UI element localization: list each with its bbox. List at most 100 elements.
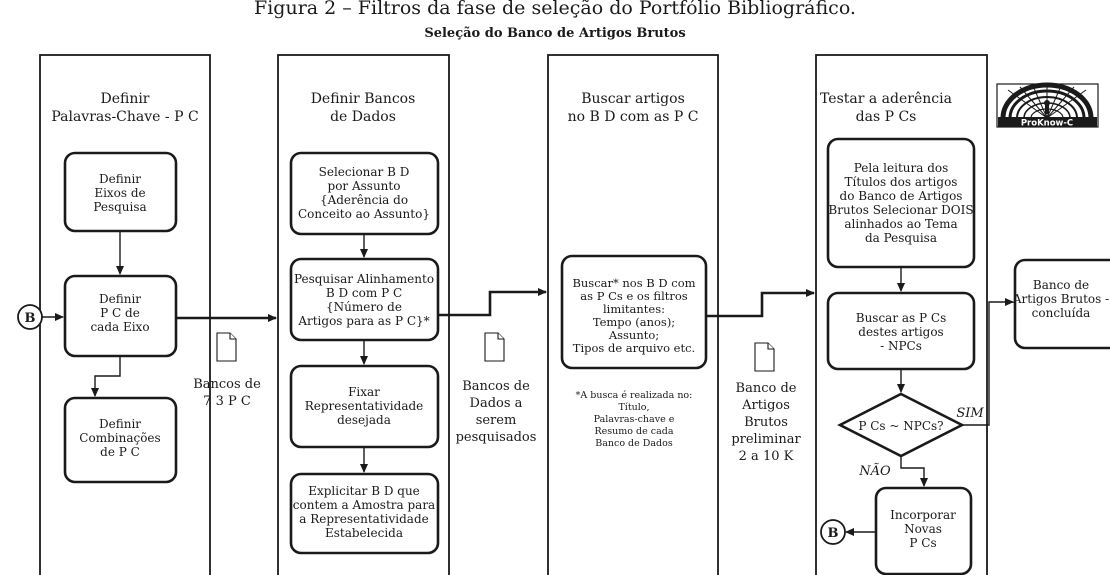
box-text-line: cada Eixo (90, 320, 149, 334)
document-label-line: Brutos (744, 415, 788, 430)
column-title-testar-aderencia: Testar a aderência das P Cs (820, 91, 952, 125)
box-text-line: Artigos Brutos - (1012, 292, 1109, 306)
column-title-line: Testar a aderência (820, 91, 952, 107)
box-text-line: alinhados ao Tema (844, 217, 957, 231)
box-text-line: Definir (99, 292, 141, 306)
box-text-line: Pela leitura dos (854, 161, 949, 175)
connector-b-label: B (25, 311, 36, 326)
box-text-line: de P C (100, 445, 140, 459)
box-text-line: contem a Amostra para (293, 498, 435, 512)
box-text-line: Títulos dos artigos (845, 175, 958, 189)
box-text: Buscar* nos B D com as P Cs e os filtros… (572, 276, 695, 355)
box-text-line: Definir (99, 172, 141, 186)
footnote-line: Título, (618, 402, 649, 413)
nao-label: NÃO (858, 463, 891, 479)
box-text-line: Selecionar B D (319, 165, 410, 179)
footnote-line: Banco de Dados (595, 438, 673, 449)
column-title-palavras-chave: Definir Palavras-Chave - P C (51, 91, 198, 125)
box-text-line: limitantes: (603, 302, 665, 316)
logo-text: ProKnow-C (1021, 119, 1073, 129)
figure-title: Figura 2 – Filtros da fase de seleção do… (254, 0, 856, 19)
box-incorporar-novas-pc (874, 486, 973, 575)
box-text-line: da Pesquisa (865, 231, 937, 245)
sim-label: SIM (956, 406, 984, 421)
box-text-line: Artigos para as P C}* (297, 314, 429, 328)
footnote-line: Resumo de cada (595, 426, 674, 437)
box-text-line: Buscar* nos B D com (572, 276, 695, 290)
box-text: Fixar Representatividade desejada (305, 385, 424, 427)
box-text-line: Tipos de arquivo etc. (573, 341, 695, 355)
column-title-line: Palavras-Chave - P C (51, 109, 198, 125)
box-text-line: {Aderência do (320, 193, 408, 207)
box-text-line: a Representatividade (299, 512, 429, 526)
box-text-line: Brutos Selecionar DOIS (828, 203, 973, 217)
box-text: Pela leitura dos Títulos dos artigos do … (828, 161, 973, 245)
arrow-sim (962, 298, 1014, 426)
box-text-line: Incorporar (890, 508, 956, 522)
box-text-line: Pesquisa (93, 200, 146, 214)
box-text: Selecionar B D por Assunto {Aderência do… (298, 165, 430, 221)
connector-b-label: B (828, 526, 839, 541)
document-icon (484, 332, 505, 362)
box-text-line: P Cs (909, 536, 936, 550)
box-text-line: Assunto; (608, 328, 659, 342)
box-text-line: B D com P C (326, 286, 402, 300)
document-label-line: Artigos (741, 398, 790, 413)
document-label-line: pesquisados (456, 430, 537, 445)
box-text-line: Eixos de (94, 186, 145, 200)
document-label-line: preliminar (731, 432, 801, 447)
footnote-line: Palavras-chave e (594, 414, 675, 425)
document-icon (216, 332, 237, 362)
document-label-line: Dados a (470, 396, 523, 411)
box-text-line: Representatividade (305, 399, 424, 413)
box-text: Incorporar Novas P Cs (890, 508, 956, 550)
column-title-line: das P Cs (856, 109, 917, 125)
box-text: Definir Combinações de P C (79, 417, 160, 459)
box-text: Definir P C de cada Eixo (90, 292, 149, 334)
box-text-line: Banco de (1033, 278, 1089, 292)
box-definir-combinacoes (63, 396, 178, 484)
proknow-c-logo: ProKnow-C (996, 82, 1099, 129)
connector-b-right (820, 519, 846, 545)
box-text-line: concluída (1032, 306, 1091, 320)
box-text: Explicitar B D que contem a Amostra para… (293, 484, 435, 540)
box-text-line: Combinações (79, 431, 160, 445)
column-title-bancos-de-dados: Definir Bancos de Dados (311, 91, 416, 125)
box-text: Banco de Artigos Brutos - concluída (1012, 278, 1109, 320)
box-text-line: P C de (100, 306, 140, 320)
footnote-line: *A busca é realizada no: (576, 390, 693, 401)
box-text-line: Definir (99, 417, 141, 431)
document-label-line: Bancos de (193, 377, 261, 392)
box-buscar-nos-bd (560, 254, 708, 370)
document-label-line: Bancos de (462, 379, 530, 394)
arrow-pc-to-combinacoes (91, 356, 121, 397)
column-title-line: Buscar artigos (581, 91, 685, 107)
box-text: Definir Eixos de Pesquisa (93, 172, 146, 214)
box-text-line: desejada (337, 413, 391, 427)
document-icon (754, 342, 775, 372)
column-title-line: de Dados (330, 109, 396, 125)
box-text-line: Tempo (anos); (593, 315, 675, 329)
box-text-line: Explicitar B D que (308, 484, 420, 498)
box-text-line: Fixar (348, 385, 380, 399)
column-title-buscar-artigos: Buscar artigos no B D com as P C (568, 91, 699, 125)
box-text-line: Conceito ao Assunto} (298, 207, 430, 221)
decision-label: P Cs ~ NPCs? (858, 419, 943, 433)
column-title-line: Definir (100, 91, 149, 107)
box-text: Buscar as P Cs destes artigos - NPCs (856, 311, 947, 353)
box-text-line: Novas (904, 522, 942, 536)
box-text-line: Pesquisar Alinhamento (294, 272, 434, 286)
arrow-nao (900, 456, 928, 487)
box-text-line: {Número de (326, 300, 402, 314)
document-label-line: 7 3 P C (203, 394, 251, 409)
figure-subtitle: Seleção do Banco de Artigos Brutos (424, 26, 685, 41)
box-text: Pesquisar Alinhamento B D com P C {Númer… (294, 272, 434, 328)
search-footnote: *A busca é realizada no: Título, Palavra… (576, 390, 693, 449)
box-explicitar-bd (289, 472, 440, 555)
arrow-col2-to-col3 (438, 288, 547, 317)
document-label-line: 2 a 10 K (739, 449, 794, 464)
column-title-line: Definir Bancos (311, 91, 416, 107)
box-text-line: do Banco de Artigos (840, 189, 963, 203)
box-text-line: por Assunto (328, 179, 401, 193)
document-label-line: serem (476, 413, 517, 428)
